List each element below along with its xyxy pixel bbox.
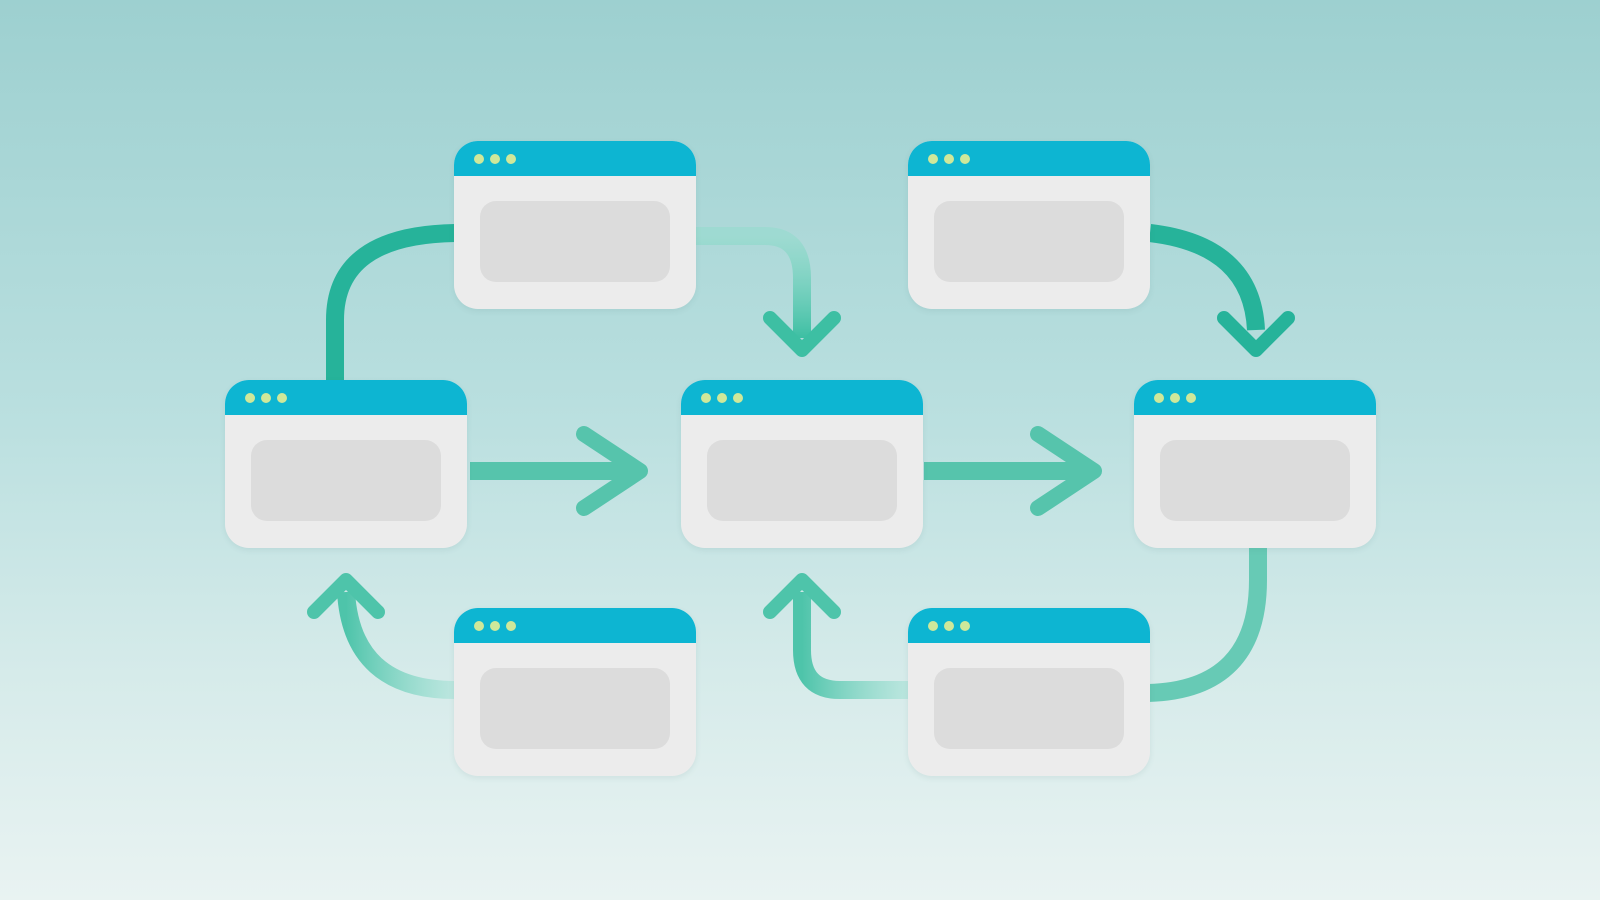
arrowhead-right-center [576, 426, 648, 516]
window-titlebar [1134, 380, 1376, 415]
window-content-placeholder [707, 440, 897, 521]
connector-bottom-right-to-center [793, 592, 910, 699]
connector-top-right-to-middle-right [1148, 224, 1265, 331]
window-controls-icon [474, 154, 516, 164]
arrowhead-down-center [763, 311, 841, 357]
window-controls-icon [1154, 393, 1196, 403]
window-top-right [908, 141, 1150, 309]
window-content-placeholder [480, 668, 670, 749]
window-controls-icon [245, 393, 287, 403]
window-middle-right [1134, 380, 1376, 548]
window-content-placeholder [480, 201, 670, 282]
window-controls-icon [928, 621, 970, 631]
arrowhead-right-middle-right [1030, 426, 1102, 516]
window-titlebar [908, 141, 1150, 176]
connector-bottom-left-to-middle-left [337, 591, 456, 699]
connector-top-left-to-center [695, 227, 811, 338]
connector-middle-right-to-bottom-right [1147, 545, 1267, 702]
window-titlebar [908, 608, 1150, 643]
arrowhead-up-middle-left [307, 573, 385, 619]
window-middle-left [225, 380, 467, 548]
window-bottom-left [454, 608, 696, 776]
connector-middle-left-to-top-left [326, 224, 456, 380]
window-controls-icon [701, 393, 743, 403]
window-top-left [454, 141, 696, 309]
window-titlebar [225, 380, 467, 415]
window-content-placeholder [934, 201, 1124, 282]
window-content-placeholder [934, 668, 1124, 749]
arrowhead-down-middle-right [1217, 311, 1295, 357]
window-content-placeholder [1160, 440, 1350, 521]
window-center [681, 380, 923, 548]
window-content-placeholder [251, 440, 441, 521]
window-bottom-right [908, 608, 1150, 776]
arrowhead-up-center [763, 573, 841, 619]
window-titlebar [454, 141, 696, 176]
window-controls-icon [928, 154, 970, 164]
window-titlebar [681, 380, 923, 415]
window-controls-icon [474, 621, 516, 631]
window-titlebar [454, 608, 696, 643]
